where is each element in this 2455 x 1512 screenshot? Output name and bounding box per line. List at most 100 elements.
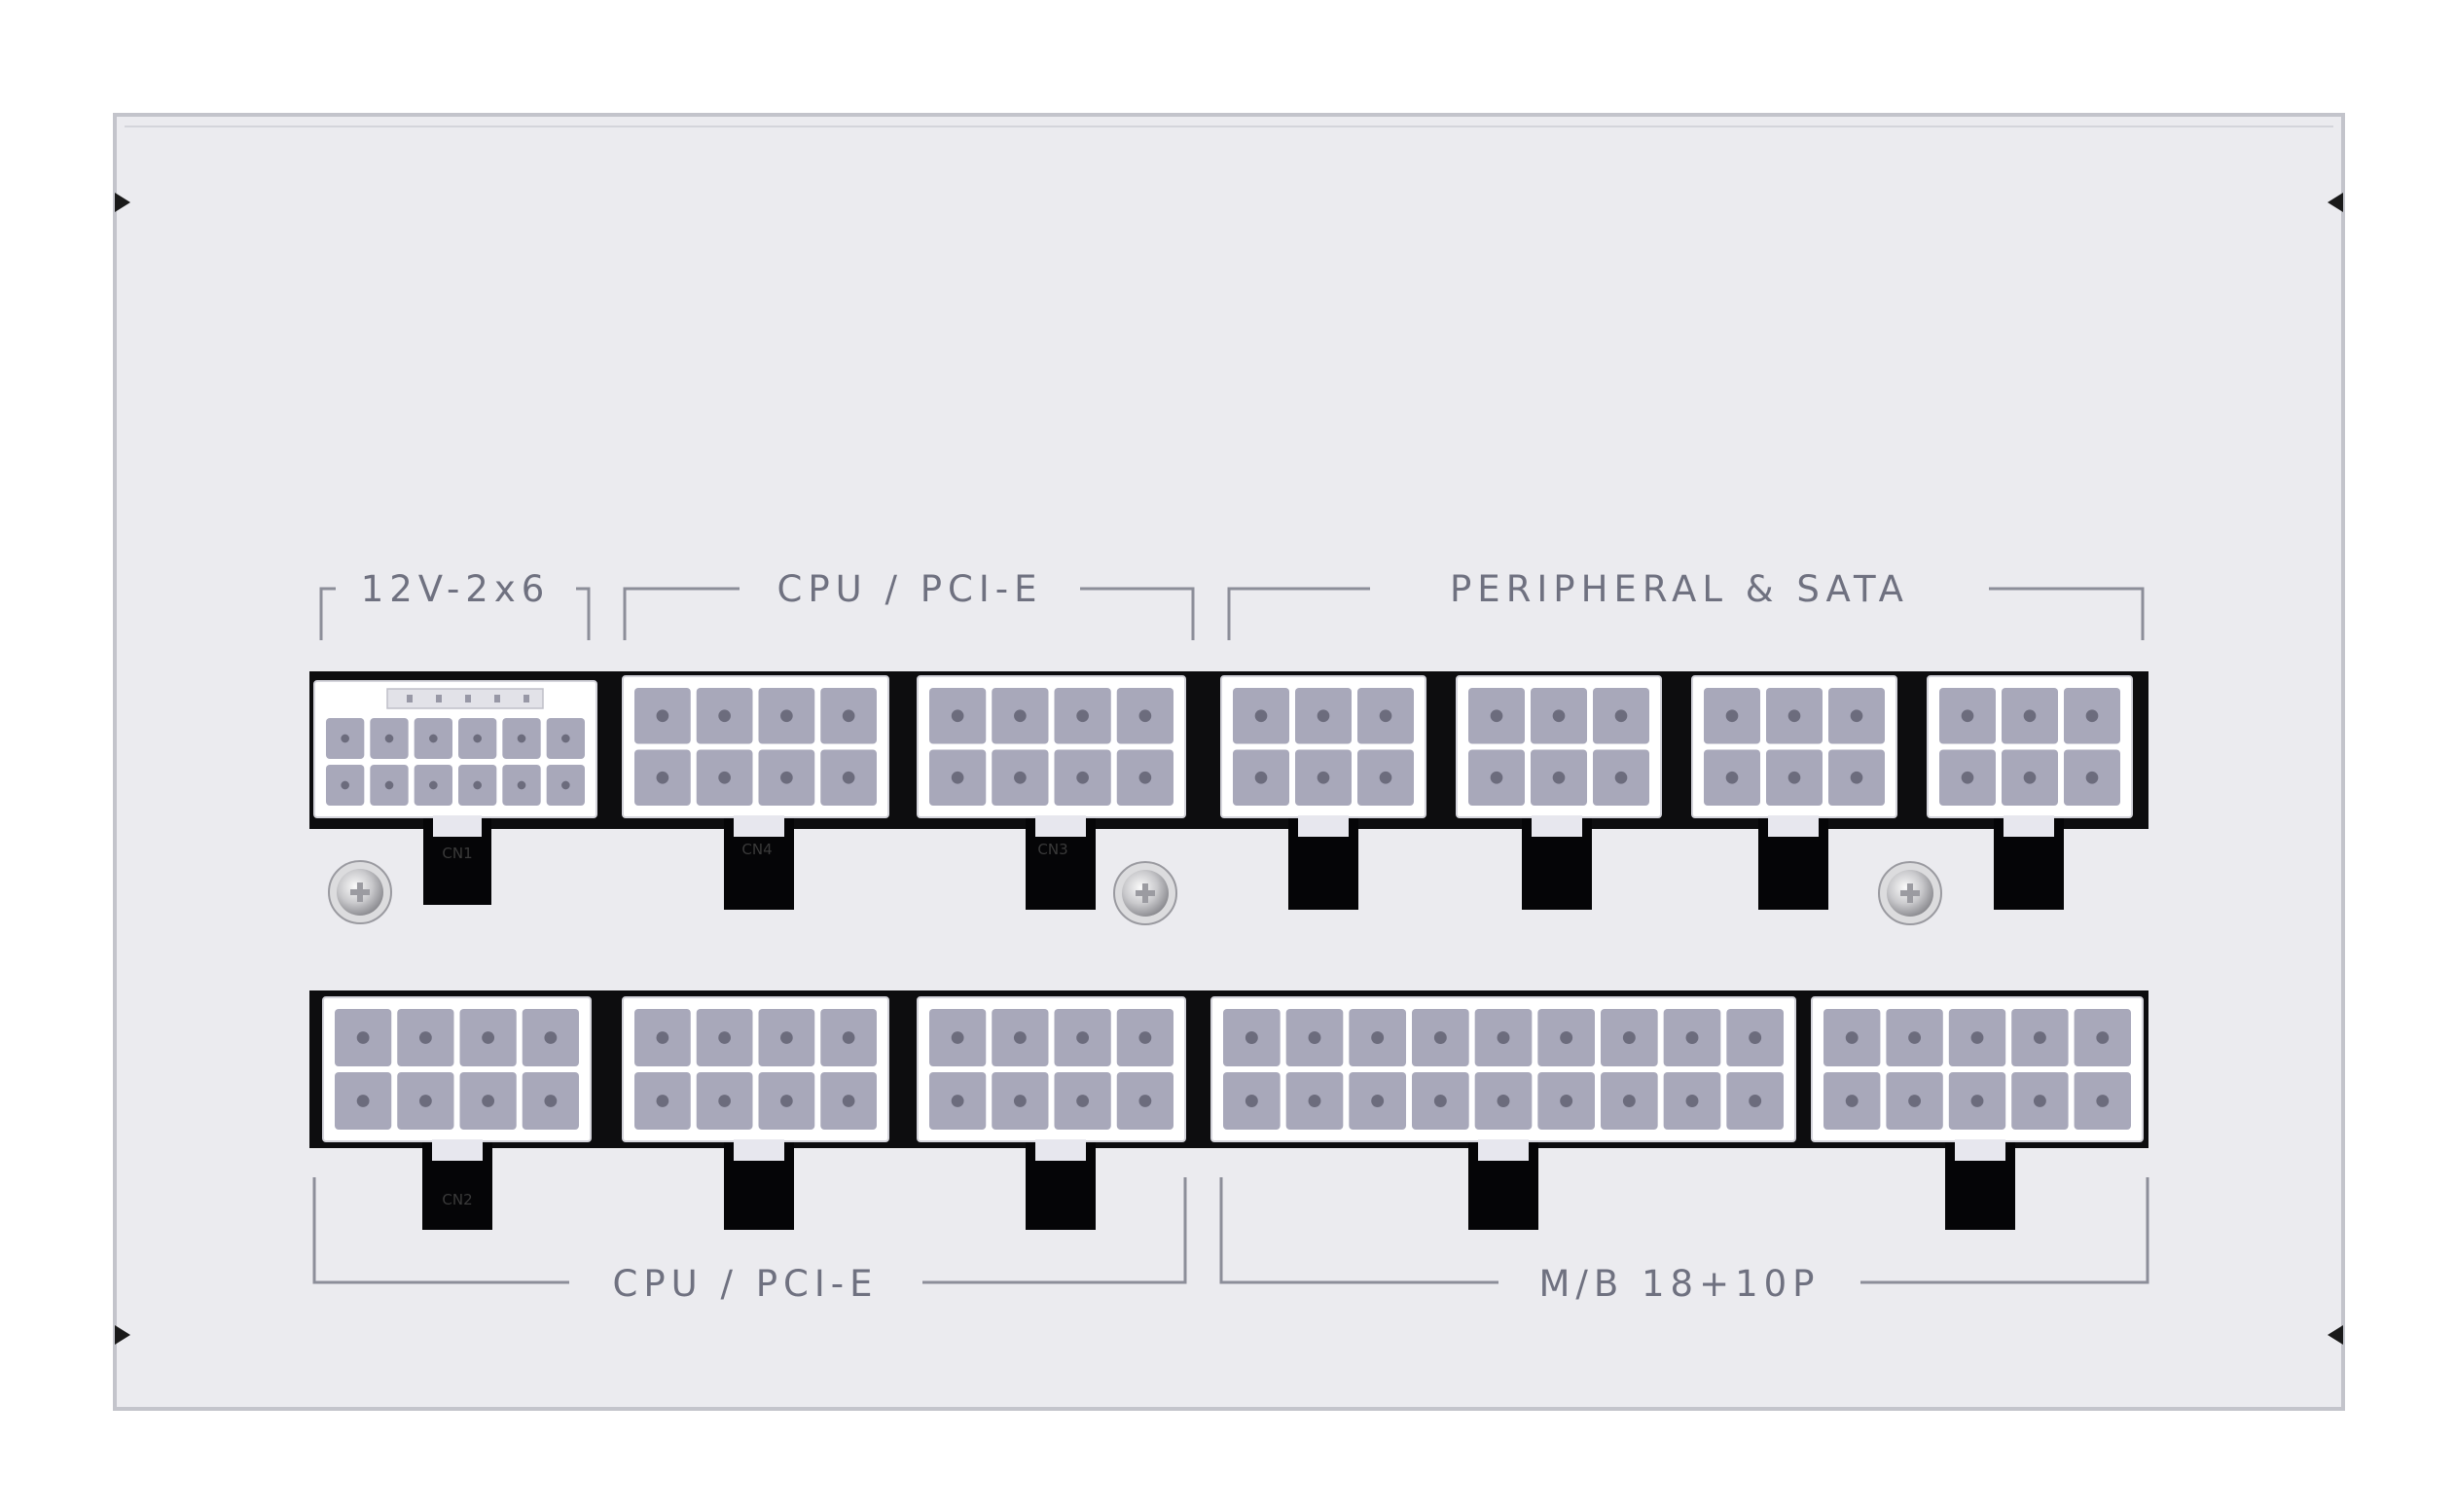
pin xyxy=(1138,1095,1152,1107)
pin xyxy=(718,1095,731,1107)
pin xyxy=(384,780,394,790)
pin xyxy=(1787,709,1801,723)
pin xyxy=(1497,1095,1510,1107)
pin xyxy=(656,1031,669,1044)
mark-cn4: CN4 xyxy=(741,841,772,858)
pin xyxy=(842,709,855,723)
bottom-brackets xyxy=(312,1177,2149,1284)
pin xyxy=(2023,709,2037,723)
pin xyxy=(517,780,526,790)
pin xyxy=(2096,1095,2110,1107)
label-cpu-pcie-bottom: CPU / PCI-E xyxy=(612,1263,878,1305)
pin xyxy=(780,771,793,784)
pin xyxy=(1138,709,1152,723)
socket xyxy=(1456,675,1662,910)
pin xyxy=(656,771,669,784)
pin xyxy=(429,734,438,743)
pin xyxy=(951,1095,964,1107)
pin xyxy=(951,709,964,723)
pin xyxy=(1614,771,1628,784)
socket-key xyxy=(1035,1139,1086,1161)
pin xyxy=(356,1031,370,1044)
pin xyxy=(1245,1095,1258,1107)
pin xyxy=(2085,709,2099,723)
label-mb-18-10p: M/B 18+10P xyxy=(1538,1263,1820,1305)
pin xyxy=(1076,1031,1090,1044)
pin xyxy=(780,709,793,723)
pin xyxy=(2085,771,2099,784)
socket-key xyxy=(734,815,784,837)
pin xyxy=(1308,1031,1321,1044)
label-cpu-pcie-top: CPU / PCI-E xyxy=(776,568,1042,610)
socket-key xyxy=(1532,815,1582,837)
pin xyxy=(780,1031,793,1044)
pin xyxy=(473,734,482,743)
pin xyxy=(482,1031,495,1044)
pin xyxy=(384,734,394,743)
pin xyxy=(1552,709,1566,723)
pin xyxy=(2096,1031,2110,1044)
socket xyxy=(622,675,889,910)
pin xyxy=(1560,1095,1573,1107)
screw xyxy=(1878,861,1942,925)
pin xyxy=(418,1095,432,1107)
pin xyxy=(1371,1031,1385,1044)
pin xyxy=(1970,1031,1984,1044)
pin xyxy=(718,1031,731,1044)
socket xyxy=(1220,675,1426,910)
mark-cn3: CN3 xyxy=(1037,841,1067,858)
pin xyxy=(1685,1031,1699,1044)
pin xyxy=(561,734,570,743)
pin xyxy=(718,709,731,723)
pin xyxy=(1014,709,1027,723)
pin xyxy=(1490,709,1503,723)
pin xyxy=(2023,771,2037,784)
pin xyxy=(1622,1095,1636,1107)
socket xyxy=(622,996,889,1230)
pin xyxy=(473,780,482,790)
pin xyxy=(1845,1031,1859,1044)
pin xyxy=(1138,1031,1152,1044)
pin xyxy=(1749,1095,1762,1107)
socket xyxy=(1811,996,2144,1230)
pin xyxy=(656,709,669,723)
socket-key xyxy=(1478,1139,1529,1161)
pin xyxy=(1614,709,1628,723)
pin xyxy=(842,1095,855,1107)
pin xyxy=(544,1095,558,1107)
pin xyxy=(1308,1095,1321,1107)
screw xyxy=(328,860,392,924)
socket xyxy=(917,675,1186,910)
pin xyxy=(1787,771,1801,784)
pin xyxy=(780,1095,793,1107)
pin xyxy=(1725,771,1739,784)
pin xyxy=(517,734,526,743)
pin xyxy=(951,771,964,784)
socket-key xyxy=(432,1139,483,1161)
pin xyxy=(418,1031,432,1044)
label-12v-2x6: 12V-2x6 xyxy=(361,568,551,610)
socket-key xyxy=(1035,815,1086,837)
pin xyxy=(1970,1095,1984,1107)
pin xyxy=(561,780,570,790)
pin xyxy=(2033,1031,2046,1044)
pin xyxy=(1245,1031,1258,1044)
pin xyxy=(1685,1095,1699,1107)
socket-key xyxy=(1298,815,1349,837)
pin xyxy=(1254,709,1268,723)
pin xyxy=(1317,771,1330,784)
pin xyxy=(1961,771,1974,784)
pin xyxy=(1622,1031,1636,1044)
pin xyxy=(1490,771,1503,784)
pin xyxy=(951,1031,964,1044)
pin xyxy=(1908,1031,1922,1044)
pin xyxy=(1749,1031,1762,1044)
pin xyxy=(842,771,855,784)
pin xyxy=(2033,1095,2046,1107)
pin xyxy=(1552,771,1566,784)
pin xyxy=(1433,1095,1447,1107)
pin xyxy=(1076,1095,1090,1107)
screw xyxy=(1113,861,1177,925)
pin xyxy=(1379,771,1392,784)
